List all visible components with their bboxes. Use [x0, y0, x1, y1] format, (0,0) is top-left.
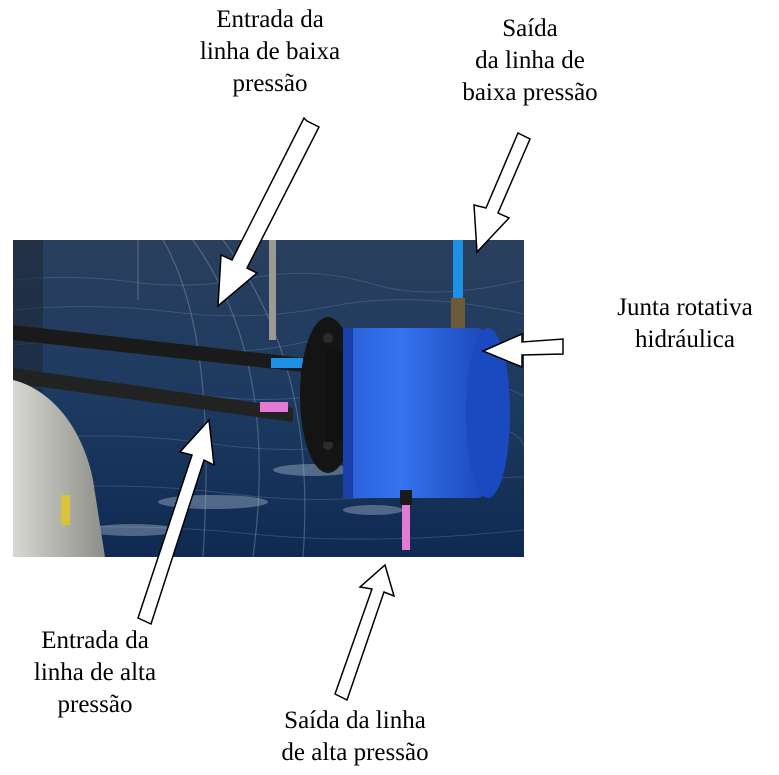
swivel-scene-illustration [13, 240, 524, 557]
arrow-low-pressure-inlet [217, 116, 321, 308]
label-high-pressure-inlet: Entrada da linha de alta pressão [33, 627, 157, 718]
arrow-high-pressure-inlet [137, 418, 215, 626]
label-low-pressure-inlet: Entrada da linha de baixa pressão [199, 6, 341, 97]
label-hydraulic-swivel: Junta rotativa hidráulica [617, 294, 753, 353]
arrow-hydraulic-swivel [481, 332, 564, 369]
label-high-pressure-outlet: Saída da linha de alta pressão [281, 707, 429, 766]
arrow-low-pressure-outlet [473, 131, 531, 254]
arrow-high-pressure-outlet [334, 563, 396, 702]
label-low-pressure-outlet: Saída da linha de baixa pressão [462, 15, 598, 106]
